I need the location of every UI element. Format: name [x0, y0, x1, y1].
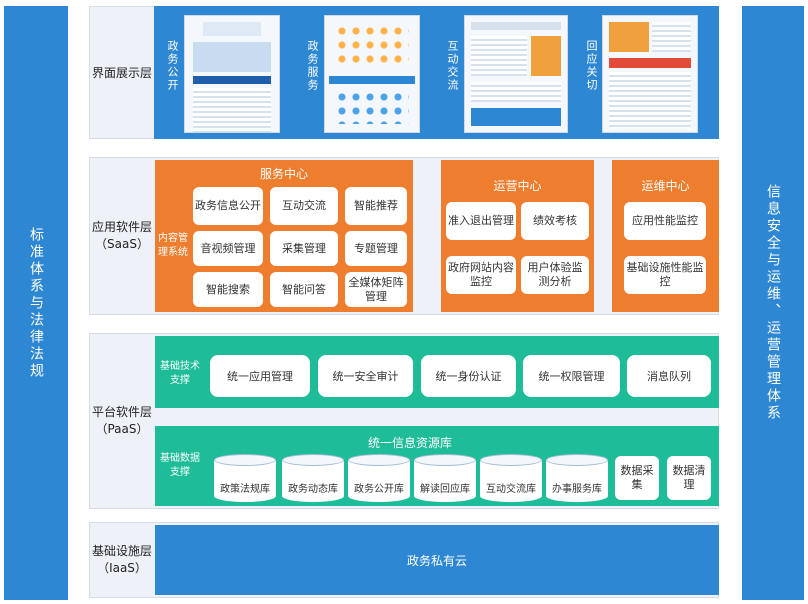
left-side-label: 标准体系与法律法规 [28, 226, 44, 380]
service-box[interactable]: 专题管理 [345, 231, 407, 266]
service-box[interactable]: 政务信息公开 [193, 187, 263, 225]
db-label: 政策法规库 [220, 484, 270, 495]
db-cylinder[interactable]: 互动交流库 [480, 454, 542, 502]
db-cylinder[interactable]: 办事服务库 [546, 454, 608, 502]
operation-box[interactable]: 政府网站内容监控 [446, 256, 516, 294]
service-center-title: 服务中心 [259, 167, 308, 181]
db-cylinder[interactable]: 政务公开库 [348, 454, 410, 502]
maintenance-box[interactable]: 应用性能监控 [624, 202, 706, 240]
saas-layer-label: 应用软件层（SaaS） [92, 160, 152, 312]
db-label: 解读回应库 [420, 484, 470, 495]
service-box[interactable]: 音视频管理 [193, 231, 263, 266]
tech-box[interactable]: 统一安全审计 [318, 355, 413, 397]
operation-box[interactable]: 用户体验监测分析 [521, 256, 589, 294]
operation-box[interactable]: 准入退出管理 [446, 202, 516, 240]
tech-box[interactable]: 统一应用管理 [210, 355, 310, 397]
service-box[interactable]: 互动交流 [270, 187, 338, 225]
resource-lib-title: 统一信息资源库 [367, 436, 452, 450]
maintenance-center-title: 运维中心 [641, 179, 690, 193]
left-side-bar: 标准体系与法律法规 [4, 6, 68, 600]
service-box[interactable]: 智能推荐 [345, 187, 407, 225]
ui-item-label: 互动交流 [446, 40, 459, 92]
tech-box[interactable]: 统一身份认证 [421, 355, 516, 397]
private-cloud: 政务私有云 [155, 525, 719, 595]
tech-box[interactable]: 消息队列 [627, 355, 711, 397]
thumbnail-zhengwu-fuwu[interactable] [324, 15, 420, 133]
thumbnail-hudong-jiaoliu[interactable] [464, 15, 568, 133]
paas-layer-label: 平台软件层（PaaS） [92, 336, 152, 506]
cms-label: 内容管理系统 [158, 233, 188, 258]
service-box[interactable]: 智能搜索 [193, 272, 263, 307]
thumbnail-zhengwu-gongkai[interactable] [184, 15, 280, 133]
thumbnail-huiying-guanqie[interactable] [602, 15, 698, 133]
tech-box[interactable]: 统一权限管理 [523, 355, 620, 397]
ui-item-label: 政务服务 [306, 40, 319, 92]
db-cylinder[interactable]: 政策法规库 [214, 454, 276, 502]
operation-box[interactable]: 绩效考核 [521, 202, 589, 240]
db-cylinder[interactable]: 解读回应库 [414, 454, 476, 502]
iaas-layer-label: 基础设施层（IaaS） [92, 525, 152, 595]
right-side-bar: 信息安全与运维、运营管理体系 [742, 6, 804, 600]
operation-center-title: 运营中心 [493, 179, 542, 193]
tech-support-label: 基础技术支撑 [160, 361, 200, 386]
data-support-label: 基础数据支撑 [160, 453, 200, 478]
service-box[interactable]: 智能问答 [270, 272, 338, 307]
db-cylinder[interactable]: 政务动态库 [282, 454, 344, 502]
ui-item-label: 政务公开 [166, 40, 179, 92]
service-box[interactable]: 全媒体矩阵管理 [345, 272, 407, 307]
service-box[interactable]: 采集管理 [270, 231, 338, 266]
db-label: 互动交流库 [486, 484, 536, 495]
db-label: 办事服务库 [552, 484, 602, 495]
data-box[interactable]: 数据采集 [615, 456, 659, 500]
right-side-label: 信息安全与运维、运营管理体系 [765, 184, 781, 422]
db-label: 政务公开库 [354, 484, 404, 495]
ui-layer-label: 界面展示层 [92, 8, 152, 138]
ui-item-label: 回应关切 [585, 40, 598, 92]
maintenance-box[interactable]: 基础设施性能监控 [624, 256, 706, 294]
data-box[interactable]: 数据清理 [667, 456, 711, 500]
db-label: 政务动态库 [288, 484, 338, 495]
